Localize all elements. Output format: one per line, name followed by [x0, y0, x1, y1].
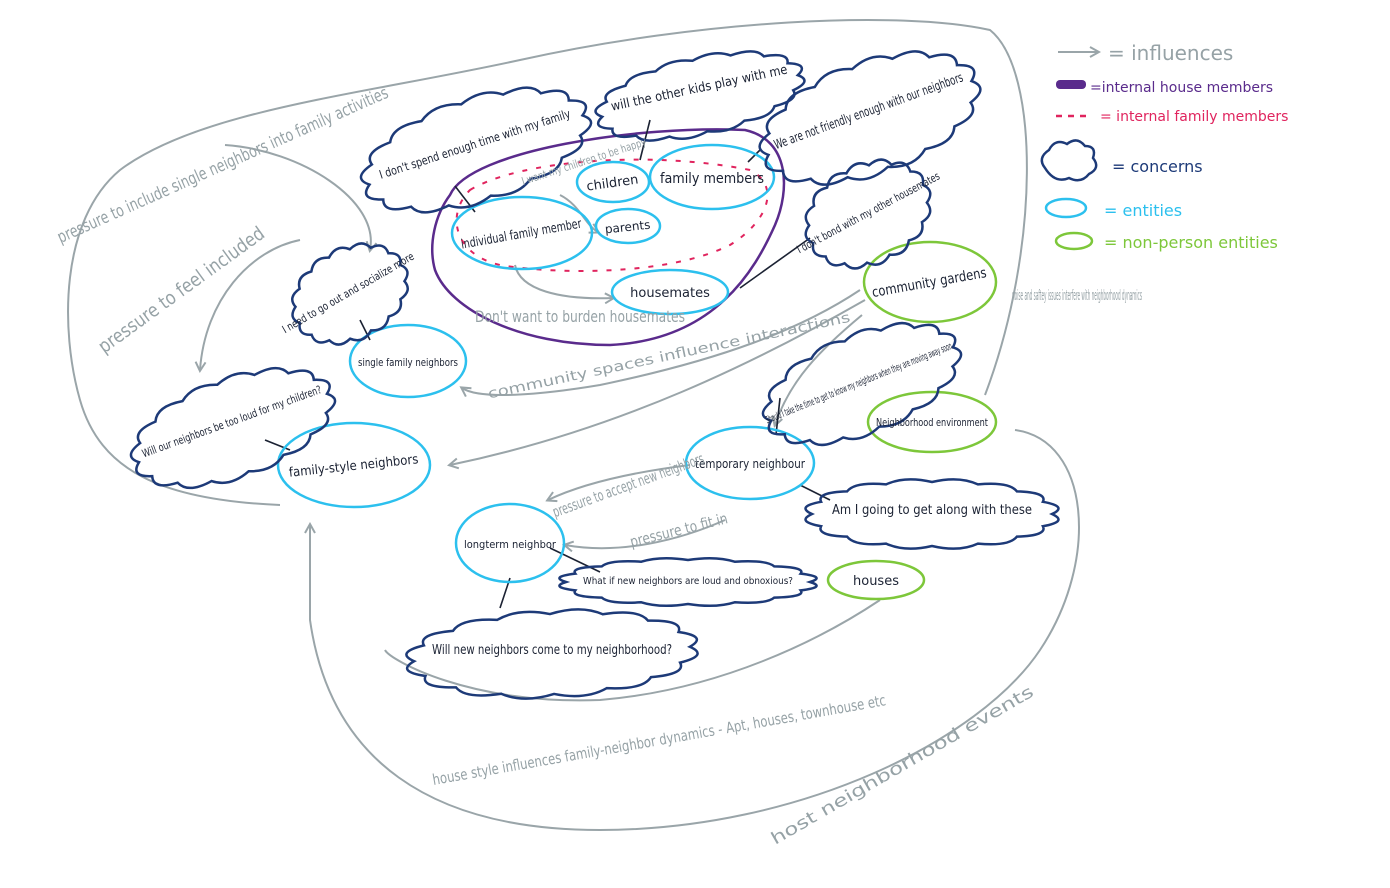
- family-members-label: family members: [660, 171, 764, 187]
- pressure-fit-label: pressure to fit in: [628, 509, 729, 551]
- pressure-included-label: pressure to feel included: [94, 222, 269, 357]
- not-friendly-cloud: [758, 50, 982, 186]
- legend-house-members: =internal house members: [1090, 80, 1273, 96]
- entity-oval-icon: [1044, 197, 1088, 219]
- kids-play-text: will the other kids play with me: [610, 63, 789, 115]
- connector-line: [359, 319, 371, 341]
- connector-line: [739, 237, 811, 289]
- legend-influences: = influences: [1108, 41, 1233, 65]
- single-family-neighbors-label: single family neighbors: [358, 356, 458, 369]
- legend-concerns: = concerns: [1112, 157, 1203, 176]
- family-members-oval: [648, 143, 776, 211]
- concerns: [129, 50, 1060, 700]
- pressure-accept-arrow: [548, 464, 691, 500]
- legend-family-members: = internal family members: [1100, 109, 1288, 125]
- temporary-neighbour-label: temporary neighbour: [695, 457, 805, 471]
- get-along-cloud: [804, 478, 1060, 550]
- dont-bond-cloud: [804, 158, 932, 270]
- noise-safety-arrow: [450, 299, 866, 465]
- houses-oval: [826, 559, 926, 601]
- non-person-oval-icon: [1054, 231, 1094, 251]
- family-style-neighbors-label: family-style neighbors: [288, 452, 419, 481]
- loud-obnoxious-cloud: [558, 556, 818, 608]
- go-out-socialize-cloud: [291, 242, 409, 346]
- outer-loop-arrow: [67, 19, 1028, 506]
- influence-labels: pressure to include single neighbors int…: [54, 83, 1142, 849]
- go-out-socialize-text: I need to go out and socialize more: [280, 250, 417, 336]
- parents-label: parents: [604, 218, 651, 237]
- individual-family-member-oval: [450, 195, 594, 271]
- connector-line: [264, 439, 291, 451]
- kids-play-cloud: [594, 50, 806, 142]
- dont-burden-arrow: [514, 264, 613, 298]
- community-gardens-oval: [862, 240, 998, 324]
- new-neighbors-come-cloud: [405, 608, 699, 700]
- not-friendly-text: We are not friendly enough with our neig…: [772, 70, 965, 153]
- legend: = influences =internal house members = i…: [1040, 41, 1288, 252]
- influence-arrows: [67, 19, 1080, 832]
- individual-family-member-label: individual family member: [460, 216, 583, 252]
- parents-oval: [594, 207, 662, 245]
- dont-burden-label: Don't want to burden housemates: [475, 307, 685, 326]
- neighbors-too-loud-text: Will our neighbors be too loud for my ch…: [140, 383, 323, 460]
- house-members-boundary: [431, 128, 786, 347]
- house-members-swatch-icon: [1056, 80, 1086, 89]
- host-events-loop-arrow: [310, 429, 1080, 832]
- pressure-accept-label: pressure to accept new neighbors: [550, 449, 707, 521]
- non-person-entities: [826, 240, 998, 601]
- family-style-neighbors-oval: [276, 421, 432, 509]
- pressure-include-arrow: [224, 144, 371, 250]
- neighborhood-temp-arrow: [775, 314, 863, 425]
- get-along-text: Am I going to get along with these: [832, 503, 1032, 518]
- pressure-fit-arrow: [565, 519, 726, 548]
- pressure-included-arrow: [200, 239, 301, 370]
- house-style-label: house style influences family-neighbor d…: [431, 691, 887, 789]
- housemates-label: housemates: [630, 286, 710, 301]
- community-gardens-label: community gardens: [871, 265, 988, 301]
- take-the-time-cloud: [761, 321, 963, 447]
- pressure-include-label: pressure to include single neighbors int…: [54, 83, 391, 248]
- dont-spend-time-cloud: [359, 86, 593, 214]
- entities: [276, 143, 816, 584]
- longterm-neighbor-oval: [454, 502, 566, 584]
- connector-line: [775, 397, 781, 436]
- take-the-time-text: Should I take the time to get to know my…: [764, 341, 954, 426]
- single-family-neighbors-oval: [348, 323, 468, 399]
- concern-cloud-icon: [1040, 139, 1098, 182]
- children-oval: [575, 160, 651, 204]
- connector-line: [799, 484, 831, 501]
- loud-obnoxious-text: What if new neighbors are loud and obnox…: [583, 576, 793, 587]
- neighborhood-environment-oval: [866, 390, 998, 454]
- housemates-oval: [610, 268, 730, 316]
- neighborhood-environment-label: Neighborhood environment: [876, 416, 989, 429]
- neighbors-too-loud-cloud: [129, 366, 337, 490]
- community-spaces-arrow: [462, 289, 861, 395]
- connector-line: [747, 149, 761, 163]
- houses-label: houses: [853, 574, 899, 589]
- entity-labels: individual family member children parent…: [288, 171, 805, 551]
- legend-entities: = entities: [1104, 201, 1182, 220]
- temporary-neighbour-oval: [684, 425, 816, 501]
- legend-non-person: = non-person entities: [1104, 233, 1278, 252]
- longterm-neighbor-label: longterm neighbor: [464, 538, 556, 551]
- noise-safety-label: noise and saftey issues interfere with n…: [1012, 288, 1142, 304]
- family-members-boundary: [455, 158, 769, 272]
- new-neighbors-come-text: Will new neighbors come to my neighborho…: [432, 643, 672, 658]
- children-label: children: [586, 172, 640, 194]
- house-style-arrow: [384, 599, 881, 702]
